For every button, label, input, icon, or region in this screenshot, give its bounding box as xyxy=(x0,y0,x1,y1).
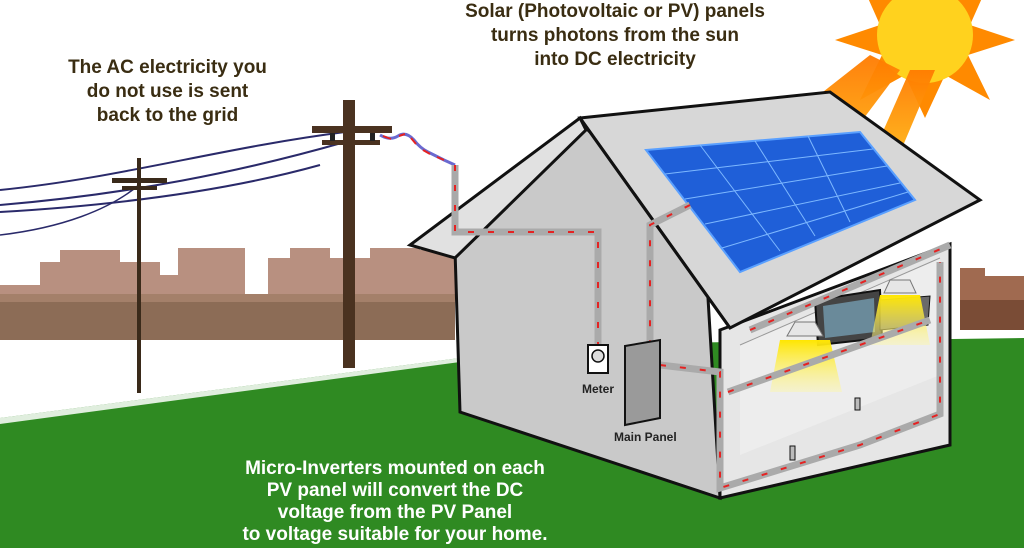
wall-outlets xyxy=(789,397,861,461)
meter-label: Meter xyxy=(582,382,615,396)
inverter-caption-line-1: Micro-Inverters mounted on each xyxy=(245,458,545,479)
grid-caption-line-2: do not use is sent xyxy=(86,81,249,102)
inverter-caption-line-2: PV panel will convert the DC xyxy=(266,480,524,501)
grid-caption-line-3: back to the grid xyxy=(96,105,239,126)
utility-pole-left xyxy=(112,158,167,393)
city-skyline xyxy=(0,248,1024,340)
main-panel xyxy=(624,338,661,427)
solar-caption-line-3: into DC electricity xyxy=(534,49,696,70)
inverter-caption-line-4: to voltage suitable for your home. xyxy=(242,524,548,545)
solar-panel xyxy=(644,130,917,274)
solar-caption: Solar (Photovoltaic or PV) panels turns … xyxy=(425,0,805,72)
wiring-conduits xyxy=(451,165,952,493)
inverter-caption: Micro-Inverters mounted on each PV panel… xyxy=(205,458,585,546)
electric-meter xyxy=(587,344,609,374)
solar-caption-line-1: Solar (Photovoltaic or PV) panels xyxy=(465,1,765,22)
grid-caption-line-1: The AC electricity you xyxy=(68,57,267,78)
power-lines xyxy=(0,131,346,236)
main-panel-label: Main Panel xyxy=(614,430,677,444)
grid-caption: The AC electricity you do not use is sen… xyxy=(40,56,295,128)
utility-pole-right xyxy=(312,100,392,368)
inverter-caption-line-3: voltage from the PV Panel xyxy=(277,502,513,523)
solar-caption-line-2: turns photons from the sun xyxy=(490,25,740,46)
service-drop-wire xyxy=(379,132,456,167)
